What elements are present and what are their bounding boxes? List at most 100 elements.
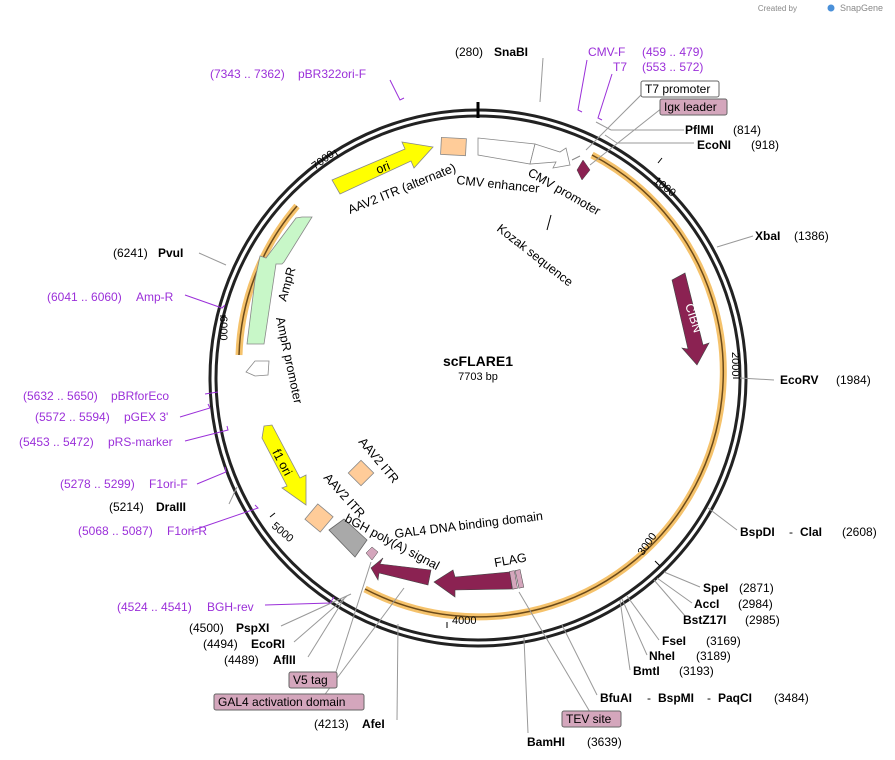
f1-ori-label: f1 ori [269,447,294,478]
bfuai-pos: (3484) [774,691,809,705]
cmv-enhancer-feature[interactable] [477,137,536,165]
ampr-primer-pos: (6041 .. 6060) [47,290,122,304]
tick-6000: 6000 [217,316,229,340]
prs-primer-label[interactable]: pRS-marker [108,435,173,449]
prs-primer-pos: (5453 .. 5472) [19,435,94,449]
tick-mark-5000 [269,512,276,518]
bmti-label[interactable]: BmtI [633,664,660,678]
xbai-pos: (1386) [794,229,829,243]
aav2-itr-alternate-feature[interactable] [440,136,467,157]
pflmi-pos: (814) [733,123,761,137]
econi-pos: (918) [751,138,779,152]
flag-label: FLAG [493,550,528,569]
ecori-label[interactable]: EcoRI [251,637,285,651]
tev-site-feature[interactable] [514,569,525,589]
f1orif-primer-pos: (5278 .. 5299) [60,477,135,491]
bamhi-label[interactable]: BamHI [527,735,565,749]
spei-label[interactable]: SpeI [703,581,728,595]
tick-mark-1000 [657,157,663,164]
aav2-itr-feature-1[interactable] [347,459,375,487]
nhei-label[interactable]: NheI [649,649,675,663]
bspdi-pos: (2608) [842,525,877,539]
snapgene-logo-icon [827,4,835,12]
afei-label[interactable]: AfeI [362,717,385,731]
draiii-pos: (5214) [109,500,144,514]
snabi-label[interactable]: SnaBI [494,45,528,59]
cmvf-primer-pos: (459 .. 479) [642,45,703,59]
bgh-primer-label[interactable]: BGH-rev [207,600,254,614]
bfuai-sep-2: - [707,691,711,705]
pvui-label[interactable]: PvuI [158,246,183,260]
tev-site-label: TEV site [566,712,612,726]
ampr-feature[interactable] [246,216,313,345]
gal4-ad-label: GAL4 activation domain [218,695,345,709]
f1-ori-feature[interactable] [261,424,307,506]
bspmi-label[interactable]: BspMI [658,691,694,705]
igk-leader-box[interactable] [659,98,728,116]
site-leader-lines [198,57,775,734]
tick-mark-3000 [654,560,661,567]
pspxi-label[interactable]: PspXI [236,621,269,635]
gal4-activation-domain-feature[interactable] [370,557,432,586]
ecorv-pos: (1984) [836,373,871,387]
pbrforeco-primer-label[interactable]: pBRforEco [111,389,169,403]
t7-primer-label[interactable]: T7 [613,60,627,74]
bgh-polya-feature[interactable] [328,518,368,558]
tev-site-box[interactable] [561,710,622,728]
ampr-promoter-feature[interactable] [245,360,270,377]
afei-pos: (4213) [314,717,349,731]
draiii-label[interactable]: DraIII [156,500,186,514]
paqci-label[interactable]: PaqCI [718,691,752,705]
ori-feature[interactable] [331,141,434,195]
gal4-ad-box[interactable] [213,693,365,711]
orange-band-left-line [238,205,298,356]
pbr322-primer-pos: (7343 .. 7362) [210,67,285,81]
cmvf-primer-label[interactable]: CMV-F [588,45,625,59]
pgex-primer-label[interactable]: pGEX 3' [124,410,168,424]
aav2-itr-feature-2[interactable] [304,503,334,533]
t7-promoter-feature [571,155,581,161]
cibn-feature[interactable] [671,272,710,366]
cmv-promoter-feature[interactable] [529,143,571,169]
pflmi-label[interactable]: PflMI [685,123,714,137]
aflii-label[interactable]: AflII [273,653,296,667]
plasmid-name: scFLARE1 [443,353,513,369]
bmti-pos: (3193) [679,664,714,678]
xbai-label[interactable]: XbaI [755,229,780,243]
bstz17i-label[interactable]: BstZ17I [683,613,726,627]
bamhi-pos: (3639) [587,735,622,749]
f1orif-primer-label[interactable]: F1ori-F [149,477,188,491]
t7-promoter-label: T7 promoter [645,82,710,96]
gal4-dna-binding-domain-feature[interactable] [433,569,513,598]
nhei-pos: (3189) [696,649,731,663]
ecorv-label[interactable]: EcoRV [780,373,818,387]
clai-label[interactable]: ClaI [800,525,822,539]
t7-primer-pos: (553 .. 572) [642,60,703,74]
fsei-label[interactable]: FseI [662,634,686,648]
tick-mark-7000 [333,149,339,157]
orange-band-right-line [364,154,725,618]
v5-tag-feature[interactable] [365,546,379,561]
bspdi-label[interactable]: BspDI [740,525,775,539]
aflii-pos: (4489) [224,653,259,667]
bspdi-sep: - [789,525,793,539]
t7-promoter-box[interactable] [640,80,720,98]
fsei-pos: (3169) [706,634,741,648]
econi-label[interactable]: EcoNI [697,138,731,152]
bfuai-label[interactable]: BfuAI [600,691,632,705]
igk-leader-label: Igκ leader [664,100,717,114]
primer-leader-lines [179,59,613,606]
flag-feature[interactable] [509,570,518,590]
ecori-pos: (4494) [203,637,238,651]
plasmid-size: 7703 bp [458,371,498,383]
pbr322-primer-label[interactable]: pBR322ori-F [298,67,366,81]
v5-tag-box[interactable] [288,671,338,689]
ampr-label: AmpR [275,266,298,303]
acci-label[interactable]: AccI [694,597,719,611]
f1orir-primer-label[interactable]: F1ori-R [167,524,207,538]
ampr-primer-label[interactable]: Amp-R [136,290,174,304]
tick-4000: 4000 [452,615,476,627]
tick-2000: 2000 [729,352,741,376]
igk-leader-feature[interactable] [576,159,591,181]
